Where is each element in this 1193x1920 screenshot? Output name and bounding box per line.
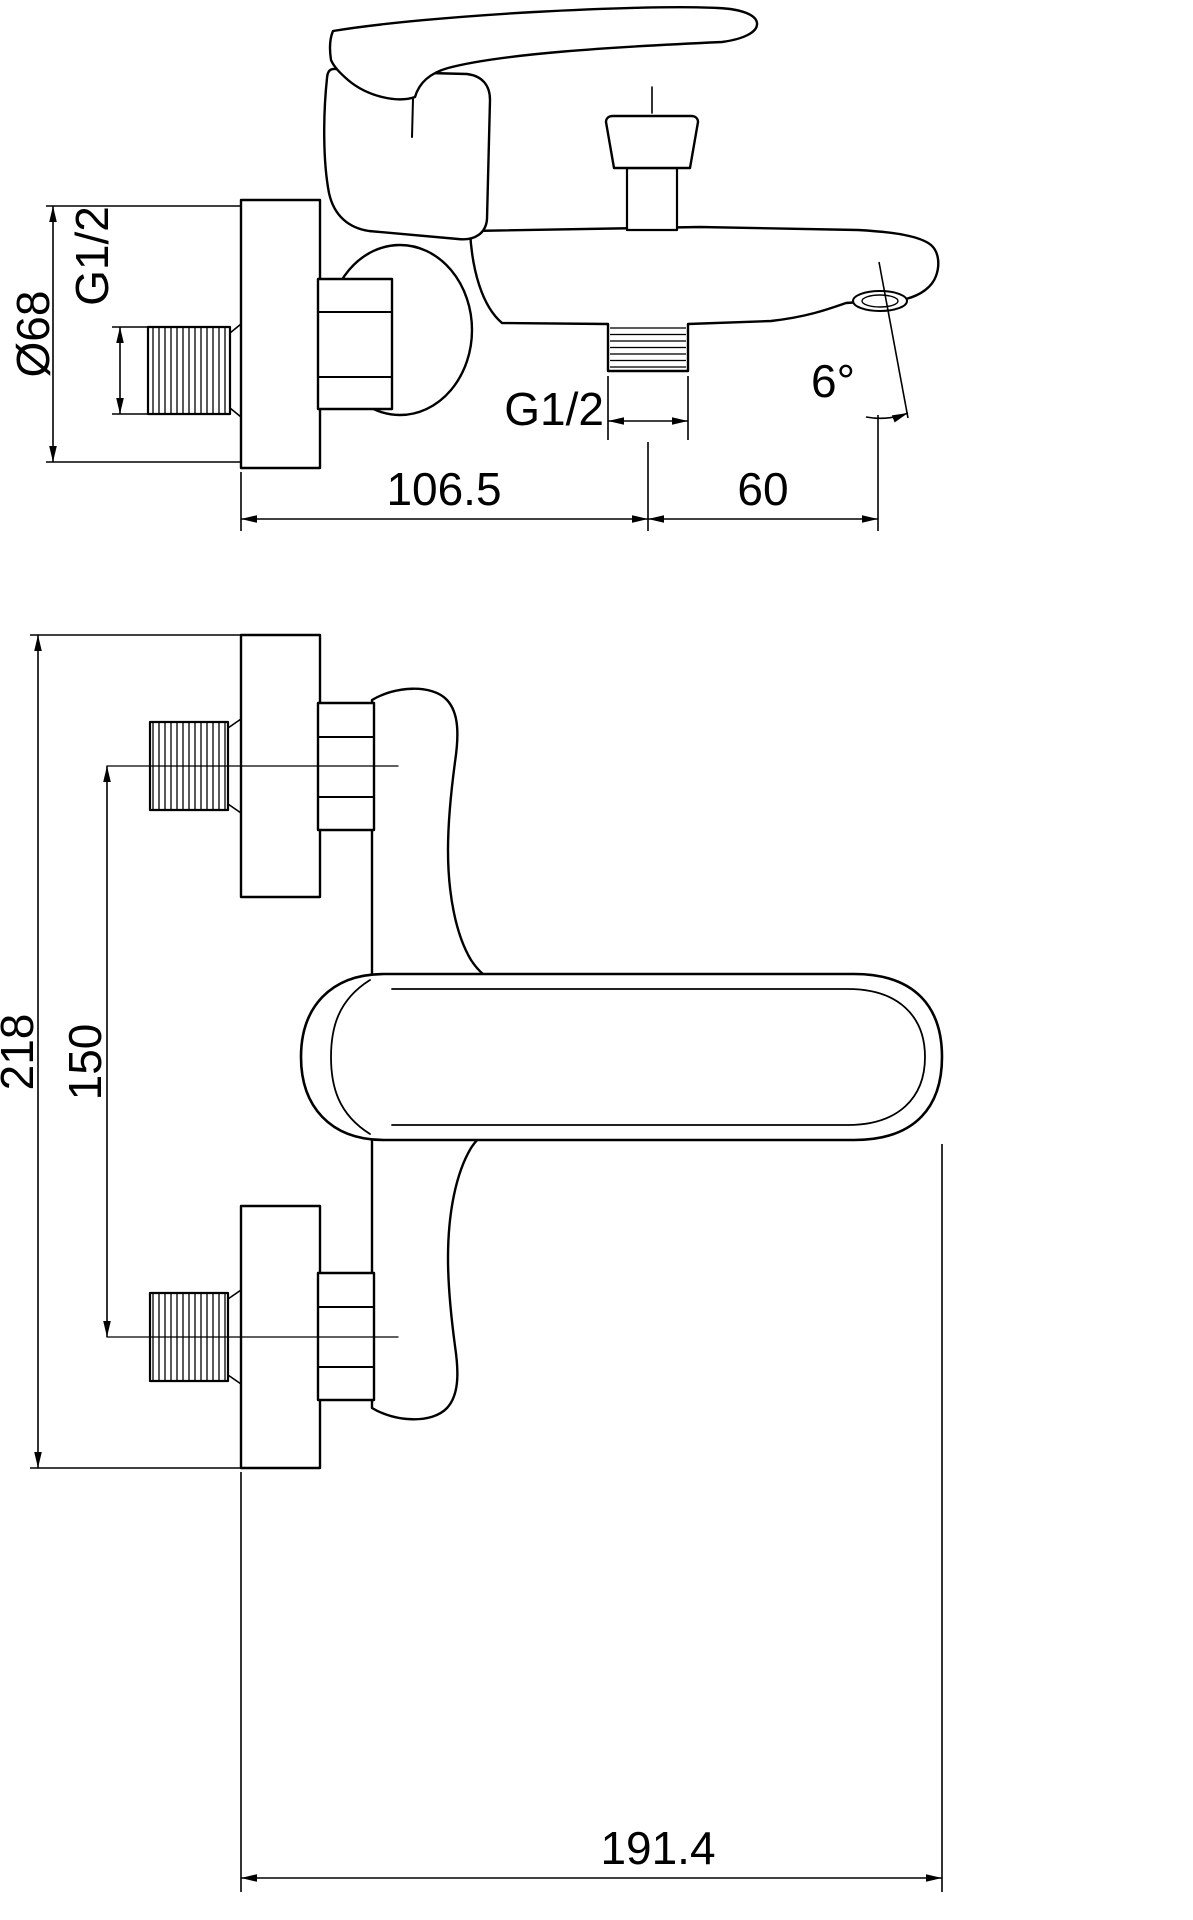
body-neck-top: [370, 687, 491, 980]
label-overall-height: 218: [0, 1014, 43, 1091]
side-view-labels: Ø68 G1/2 G1/2 6° 106.5 60: [7, 206, 855, 515]
wall-plate-side: [239, 198, 322, 470]
dim-outlet-thread-lines: [607, 376, 689, 440]
body-neck-bottom: [370, 1128, 491, 1421]
faucet-body-side: [468, 225, 940, 373]
plan-view-dimensions: [30, 634, 943, 1892]
label-spout-angle: 6°: [811, 355, 855, 407]
label-centers-distance: 150: [59, 1024, 111, 1101]
plan-view-labels: 218 150 191.4: [0, 1014, 716, 1874]
handle-plan: [299, 972, 944, 1142]
diverter-knob: [604, 86, 700, 232]
handle-inner-contour: [391, 988, 926, 1126]
hex-nut-side: [316, 277, 394, 411]
handle-cap-contour: [330, 979, 371, 1135]
dim-projection-lines: [240, 1144, 943, 1892]
label-outlet-thread: G1/2: [504, 383, 604, 435]
dim-horizontal-chain-lines: [240, 415, 879, 531]
label-outlet-to-spout: 60: [737, 463, 788, 515]
side-view: [146, 5, 940, 470]
label-wall-to-outlet: 106.5: [386, 463, 501, 515]
plan-view: [106, 633, 944, 1470]
dim-inlet-thread-lines: [112, 326, 148, 415]
dim-plate-diameter-lines: [46, 205, 241, 463]
label-plate-diameter: Ø68: [7, 291, 59, 378]
handle-lever-side: [328, 5, 759, 101]
dim-spout-angle-lines: [865, 261, 909, 423]
outlet-thread: [610, 327, 686, 369]
inlet-thread-pipe-side: [146, 323, 242, 418]
label-inlet-thread: G1/2: [66, 206, 118, 306]
dim-overall-height-lines: [30, 634, 241, 1469]
handle-front-edge: [411, 98, 414, 138]
side-view-dimensions: [46, 205, 909, 531]
label-projection: 191.4: [600, 1822, 715, 1874]
spout-aerator: [852, 290, 908, 312]
